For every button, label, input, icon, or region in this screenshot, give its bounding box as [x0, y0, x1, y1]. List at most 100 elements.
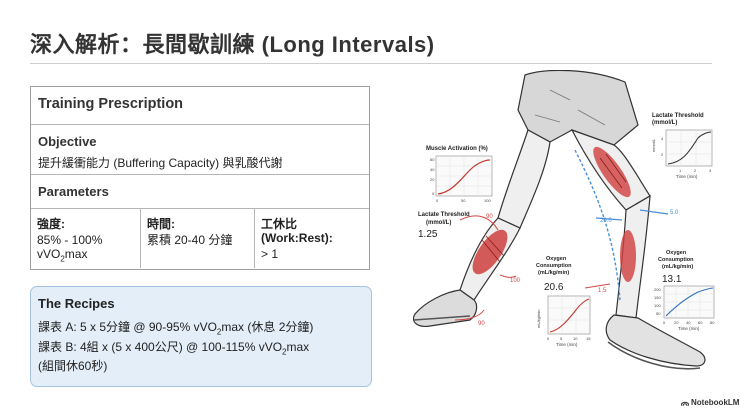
svg-text:3: 3: [709, 168, 712, 173]
objective-row: Objective 提升緩衝能力 (Buffering Capacity) 與乳…: [31, 125, 369, 175]
red-pointer-1-5: [584, 283, 611, 289]
lactate-label-line2: (mmol/L): [426, 220, 451, 226]
parameters-row: Parameters: [31, 175, 369, 209]
svg-text:60: 60: [430, 157, 435, 162]
recipes-title: The Recipes: [38, 296, 115, 311]
svg-text:mmol/L: mmol/L: [651, 138, 656, 152]
prescription-heading: Training Prescription: [38, 96, 184, 112]
parameters-values-row: 強度: 85% - 100% vVO2max 時間: 累積 20-40 分鐘 工…: [31, 209, 369, 269]
time-label: 時間:: [147, 217, 175, 231]
recipe-b: 課表 B: 4組 x (5 x 400公尺) @ 100-115% vVO2ma…: [38, 340, 310, 357]
front-shoe: [605, 314, 706, 367]
objective-text: 提升緩衝能力 (Buffering Capacity) 與乳酸代謝: [38, 156, 283, 170]
svg-text:40: 40: [430, 167, 435, 172]
back-calf-muscle-highlight: [472, 229, 508, 275]
lactate-chart-title-line2: (mmol/L): [652, 120, 677, 126]
svg-text:Oxygen: Oxygen: [546, 256, 567, 262]
flow-line-front: [574, 149, 621, 301]
page-title: 深入解析：長間歇訓練 (Long Intervals): [30, 32, 435, 57]
oxygen-left-line: [549, 298, 590, 333]
svg-text:80: 80: [710, 320, 715, 325]
oxygen-right-value: 13.1: [662, 274, 682, 285]
red-pointer-90-bottom: [454, 309, 485, 321]
lactate-chart-title-line1: Lactate Threshold: [652, 113, 704, 119]
svg-text:0: 0: [432, 191, 435, 196]
notebooklm-logo-icon: [681, 401, 689, 406]
oxygen-right-line: [665, 287, 714, 317]
svg-text:200: 200: [654, 287, 661, 292]
svg-text:10: 10: [573, 336, 578, 341]
recipe-a: 課表 A: 5 x 5分鐘 @ 90-95% vVO2max (休息 2分鐘): [38, 320, 314, 337]
oxygen-left-value: 20.6: [544, 282, 564, 293]
svg-text:100: 100: [654, 303, 661, 308]
svg-text:0: 0: [663, 320, 666, 325]
svg-text:2: 2: [661, 152, 664, 157]
svg-text:15: 15: [586, 336, 591, 341]
front-calf-muscle-highlight: [620, 230, 636, 282]
svg-text:0: 0: [547, 336, 550, 341]
svg-text:100: 100: [484, 198, 491, 203]
svg-text:2: 2: [694, 168, 697, 173]
marker-90-bottom: 90: [478, 321, 485, 327]
svg-text:0: 0: [436, 198, 439, 203]
svg-text:50: 50: [656, 311, 661, 316]
svg-text:150: 150: [654, 295, 661, 300]
lactate-threshold-chart: Lactate Threshold (mmol/L) mmol/L 4 2 1 …: [651, 113, 713, 179]
time-cell: 時間: 累積 20-40 分鐘: [141, 209, 255, 268]
svg-text:Consumption: Consumption: [658, 257, 694, 263]
shorts: [517, 70, 639, 146]
svg-text:(mL/kg/min): (mL/kg/min): [538, 270, 569, 276]
svg-text:Oxygen: Oxygen: [666, 250, 687, 256]
red-pointer-100: [499, 274, 517, 278]
runner-leg-illustration: 90 100 90 20.0 5.0 1.5 Muscle Activation…: [412, 70, 715, 370]
marker-20: 20.0: [600, 218, 612, 224]
svg-text:(mL/kg/min): (mL/kg/min): [662, 264, 693, 270]
training-prescription-table: Training Prescription Objective 提升緩衝能力 (…: [30, 86, 370, 270]
marker-5: 5.0: [670, 210, 679, 216]
title-divider: [30, 63, 712, 64]
red-pointer-90: [459, 215, 499, 231]
work-rest-label: 工休比(Work:Rest):: [261, 217, 333, 245]
work-rest-value: > 1: [261, 247, 279, 261]
back-shoe: [412, 289, 478, 327]
svg-text:Time (min): Time (min): [676, 174, 698, 179]
svg-text:Time (min): Time (min): [556, 342, 578, 347]
intensity-value: 85% - 100% vVO2max: [37, 233, 103, 264]
svg-text:Time (min): Time (min): [678, 326, 700, 331]
objective-label: Objective: [38, 134, 97, 149]
back-thigh: [497, 129, 551, 229]
muscle-activation-chart: Muscle Activation (%) 60 40 20 0 0 50 10…: [426, 146, 493, 203]
svg-text:Consumption: Consumption: [536, 263, 572, 269]
svg-text:20: 20: [430, 177, 435, 182]
marker-1-5: 1.5: [598, 288, 607, 294]
svg-text:60: 60: [698, 320, 703, 325]
muscle-chart-line: [437, 159, 491, 195]
svg-text:1: 1: [679, 168, 682, 173]
parameters-label: Parameters: [38, 184, 109, 199]
intensity-cell: 強度: 85% - 100% vVO2max: [31, 209, 141, 268]
svg-text:4: 4: [661, 136, 664, 141]
svg-text:20: 20: [674, 320, 679, 325]
recipe-b-rest: (組間休60秒): [38, 359, 108, 373]
flow-line-20: [595, 217, 623, 221]
flow-line-5: [639, 209, 669, 215]
svg-text:5: 5: [560, 336, 563, 341]
oxygen-consumption-chart-left: Oxygen Consumption (mL/kg/min) 20.6 mL/k…: [536, 256, 591, 347]
lactate-chart-line: [667, 131, 712, 165]
lactate-label-line1: Lactate Threshold: [418, 212, 470, 218]
oxygen-consumption-chart-right: Oxygen Consumption (mL/kg/min) 13.1 200 …: [654, 250, 715, 331]
front-thigh-muscle-highlight: [593, 146, 631, 198]
recipes-card: The Recipes 課表 A: 5 x 5分鐘 @ 90-95% vVO2m…: [30, 286, 372, 387]
muscle-chart-title: Muscle Activation (%): [426, 146, 488, 152]
work-rest-cell: 工休比(Work:Rest): > 1: [255, 209, 369, 268]
svg-text:mL/kg/min: mL/kg/min: [536, 310, 541, 328]
marker-100: 100: [510, 278, 521, 284]
prescription-header-row: Training Prescription: [31, 87, 369, 125]
time-value: 累積 20-40 分鐘: [147, 233, 233, 247]
lactate-value: 1.25: [418, 229, 438, 240]
svg-text:50: 50: [461, 198, 466, 203]
svg-text:40: 40: [686, 320, 691, 325]
notebooklm-watermark: NotebookLM: [681, 398, 739, 407]
marker-90-top: 90: [486, 214, 493, 220]
intensity-label: 強度:: [37, 217, 65, 231]
